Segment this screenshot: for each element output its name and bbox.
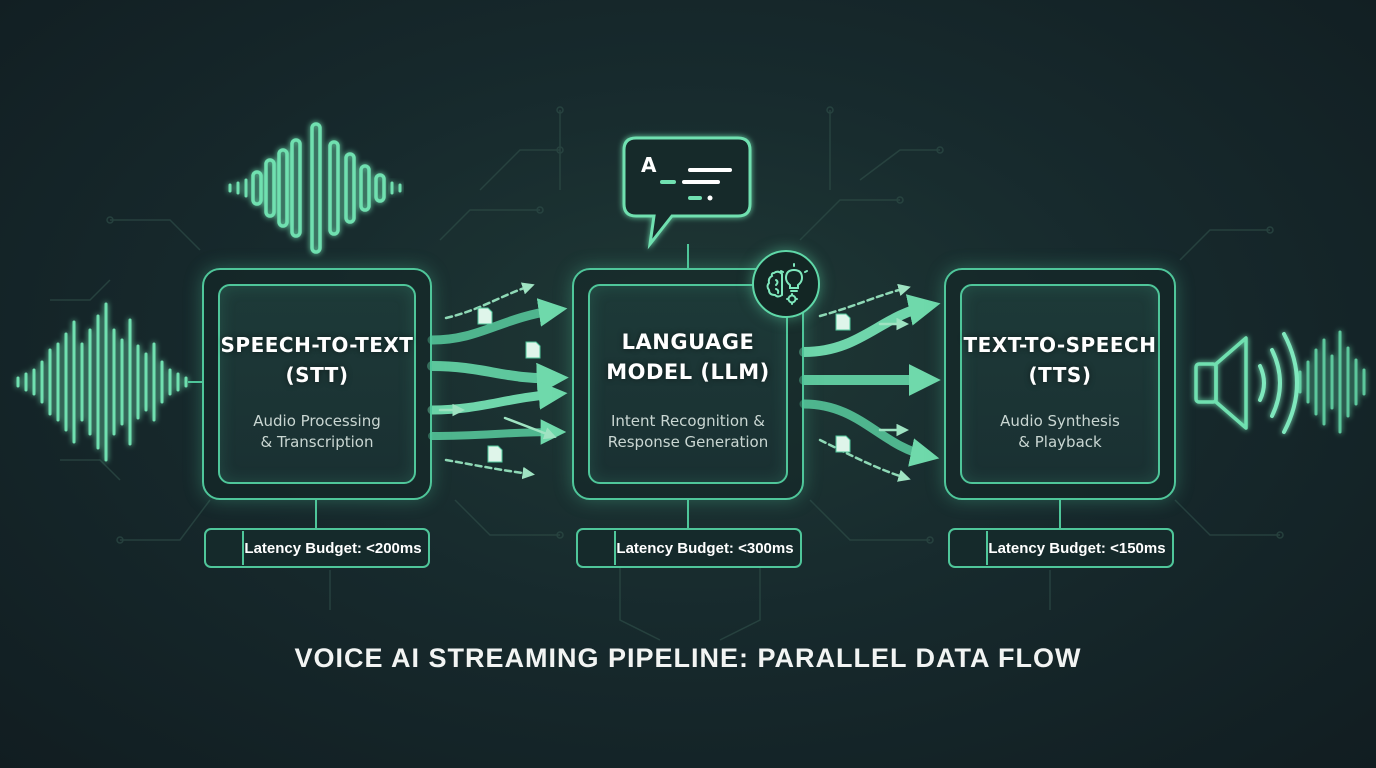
tts-inner-panel xyxy=(960,284,1160,484)
output-waveform-icon xyxy=(1298,330,1366,434)
tts-subtitle: Audio Synthesis & Playback xyxy=(1000,412,1120,451)
brain-lightbulb-icon xyxy=(752,250,820,318)
stt-title: SPEECH-TO-TEXT (STT) xyxy=(220,333,414,387)
speech-bubble-letter: A xyxy=(641,153,657,177)
tts-latency-text: Latency Budget: <150ms xyxy=(988,539,1166,557)
sound-waves-icon xyxy=(1258,332,1299,434)
brain-lightbulb-graphic xyxy=(766,263,808,305)
top-waveform-loops xyxy=(251,122,386,254)
llm-inner-panel xyxy=(588,284,788,484)
tts-latency-badge: Latency Budget: <150ms xyxy=(948,528,1174,568)
input-waveform-icon xyxy=(16,302,188,462)
stopwatch-icon-slot xyxy=(952,531,988,565)
llm-latency-text: Latency Budget: <300ms xyxy=(616,539,794,557)
stt-subtitle: Audio Processing & Transcription xyxy=(253,412,381,451)
llm-latency-badge: Latency Budget: <300ms xyxy=(576,528,802,568)
llm-title: LANGUAGE MODEL (LLM) xyxy=(606,330,770,384)
stt-inner-panel xyxy=(218,284,416,484)
tts-stage: TEXT-TO-SPEECH (TTS) Audio Synthesis & P… xyxy=(944,268,1176,500)
llm-subtitle: Intent Recognition & Response Generation xyxy=(607,412,769,451)
diagram-title: VOICE AI STREAMING PIPELINE: PARALLEL DA… xyxy=(294,643,1082,673)
flow-arrows-stt-llm xyxy=(427,282,569,480)
top-waveform-icon xyxy=(228,178,248,198)
speech-bubble-icon xyxy=(622,136,752,250)
speaker-icon xyxy=(1194,336,1248,430)
circuit-traces xyxy=(50,106,1284,641)
flow-arrows-llm-tts xyxy=(799,283,941,482)
stt-stage: SPEECH-TO-TEXT (STT) Audio Processing & … xyxy=(202,268,432,500)
stt-latency-text: Latency Budget: <200ms xyxy=(244,539,422,557)
document-icon xyxy=(477,307,851,463)
stopwatch-icon-slot xyxy=(580,531,616,565)
stopwatch-icon-slot xyxy=(208,531,244,565)
tts-title: TEXT-TO-SPEECH (TTS) xyxy=(963,333,1157,387)
stt-latency-badge: Latency Budget: <200ms xyxy=(204,528,430,568)
